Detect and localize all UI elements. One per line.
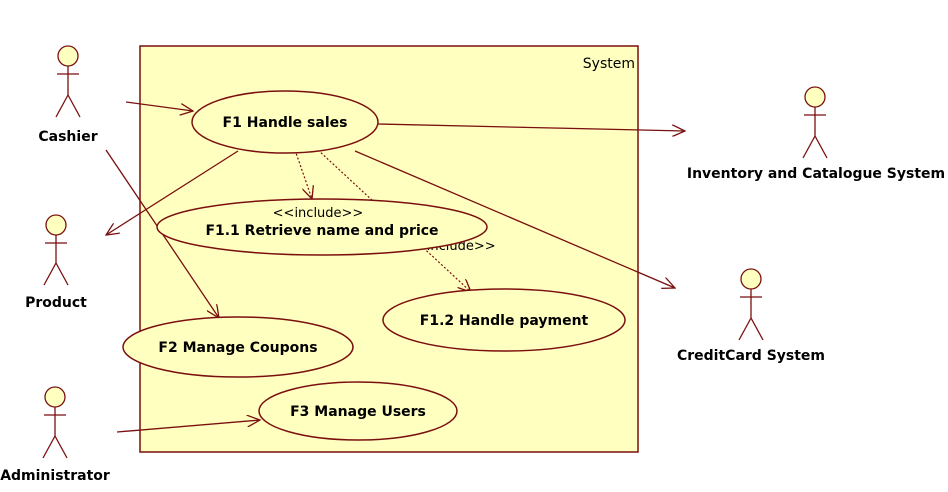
actor-creditcard[interactable] [738, 268, 764, 341]
include-label-1: <<include>> [273, 206, 364, 221]
actor-administrator[interactable] [42, 386, 68, 459]
use-case-f1[interactable]: F1 Handle sales [191, 90, 379, 154]
system-title: System [583, 56, 635, 72]
actor-product-label: Product [25, 295, 87, 311]
assoc-f1-product [106, 150, 239, 235]
actor-creditcard-label: CreditCard System [677, 348, 825, 364]
actor-inventory[interactable] [802, 86, 828, 159]
use-case-f2[interactable]: F2 Manage Coupons [122, 316, 354, 378]
assoc-admin-f3 [116, 420, 260, 433]
actor-inventory-head [804, 86, 826, 108]
actor-administrator-head [44, 386, 66, 408]
actor-cashier-label: Cashier [38, 129, 97, 145]
use-case-f1-1-label: F1.1 Retrieve name and price [205, 223, 438, 239]
actor-administrator-label: Administrator [0, 468, 110, 484]
use-case-f3-label: F3 Manage Users [290, 404, 426, 420]
assoc-f1-inventory [377, 123, 685, 131]
include-f1-f1-1 [294, 149, 312, 199]
actor-product-head [45, 214, 67, 236]
actor-product[interactable] [43, 214, 69, 286]
use-case-f2-label: F2 Manage Coupons [158, 340, 317, 356]
assoc-f1-creditcard [354, 150, 675, 288]
use-case-f1-2[interactable]: F1.2 Handle payment [382, 288, 626, 352]
use-case-f1-label: F1 Handle sales [223, 115, 348, 131]
actor-inventory-label: Inventory and Catalogue System [687, 166, 945, 182]
use-case-f3[interactable]: F3 Manage Users [258, 381, 458, 441]
actor-creditcard-head [740, 268, 762, 290]
actor-cashier[interactable] [55, 45, 81, 118]
use-case-f1-1[interactable]: <<include>> F1.1 Retrieve name and price [156, 198, 488, 256]
actor-cashier-head [57, 45, 79, 67]
use-case-f1-2-label: F1.2 Handle payment [420, 313, 589, 329]
assoc-cashier-f1 [125, 101, 193, 111]
